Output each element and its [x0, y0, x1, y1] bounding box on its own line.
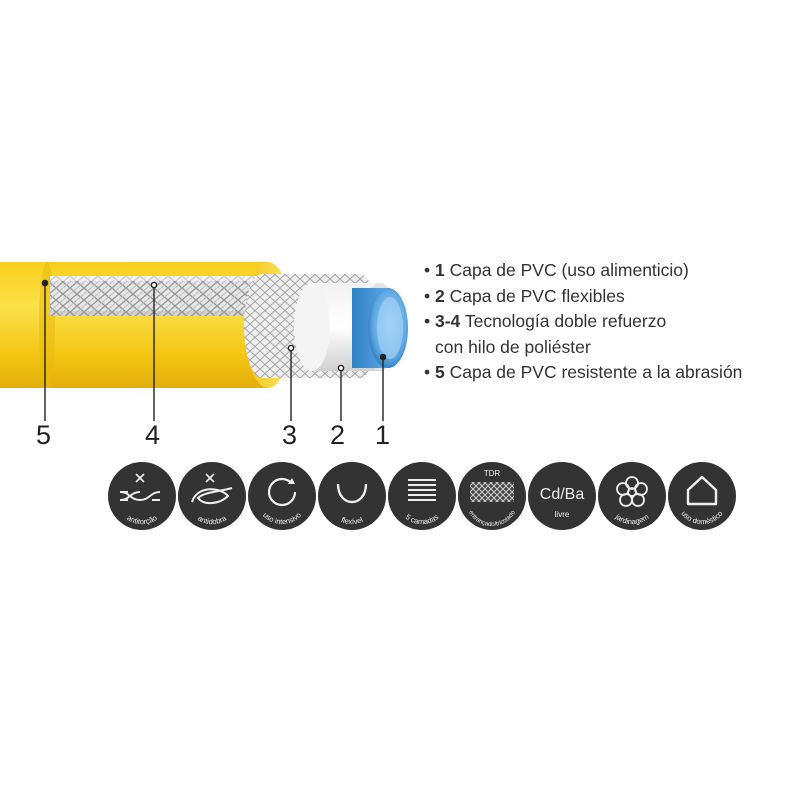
layer-number-1: 1 [375, 420, 391, 450]
tdr-mesh-icon: TDR entrançado/tricotado [467, 469, 517, 528]
leader-dot-1 [379, 353, 387, 361]
layer-number-5: 5 [36, 420, 52, 450]
outer-braid-layer [50, 276, 268, 316]
spec-item-continuation: con hilo de poliéster [435, 336, 591, 357]
badge-label: jardinagem [613, 512, 650, 527]
spec-item: •3-4 Tecnología doble refuerzo [424, 311, 667, 332]
cd-ba-text: Cd/Ba [540, 486, 585, 503]
spec-item: •5 Capa de PVC resistente a la abrasión [424, 362, 743, 383]
layer-number-2: 2 [330, 420, 346, 450]
badge-label: uso doméstico [679, 509, 724, 526]
badge-five-layers: 5 camadas [388, 462, 456, 530]
svg-text:5 camadas: 5 camadas [404, 512, 441, 526]
spec-item: •2 Capa de PVC flexibles [424, 285, 625, 306]
badge-label: uso intensivo [261, 510, 303, 526]
house-icon: uso doméstico [679, 475, 725, 526]
layers-icon: 5 camadas [404, 479, 441, 526]
layer-spec-list: •1 Capa de PVC (uso alimenticio) •2 Capa… [424, 258, 742, 386]
svg-text:flexível: flexível [340, 515, 365, 526]
cadmium-barium-icon: Cd/Ba livre [540, 486, 585, 519]
layer-number-4: 4 [145, 420, 161, 450]
flower-icon: jardinagem [613, 476, 650, 527]
svg-text:antidobra: antidobra [196, 513, 228, 526]
svg-text:uso intensivo: uso intensivo [261, 510, 303, 526]
inner-tube-layer [352, 288, 408, 368]
badge-label: livre [555, 510, 570, 519]
badge-label: antitorção [125, 513, 158, 526]
svg-text:jardinagem: jardinagem [613, 512, 650, 527]
svg-text:entrançado/tricotado: entrançado/tricotado [467, 509, 517, 528]
badge-label: entrançado/tricotado [467, 509, 517, 528]
badge-cadmium-barium-free: Cd/Ba livre [528, 462, 596, 530]
spec-item: •1 Capa de PVC (uso alimenticio) [424, 260, 689, 280]
leader-lines [41, 279, 387, 421]
feature-badges-row: antitorção antidobra uso intensivo flexí… [108, 462, 738, 530]
flexible-icon: flexível [336, 483, 368, 526]
badge-intensive-use: uso intensivo [248, 462, 316, 530]
anti-kink-icon: antidobra [191, 473, 233, 526]
badge-anti-torsion: antitorção [108, 462, 176, 530]
leader-dot-4 [150, 281, 158, 289]
leader-dot-2 [337, 364, 345, 372]
anti-torsion-icon: antitorção [119, 473, 161, 526]
badge-tdr: TDR entrançado/tricotado [458, 462, 526, 530]
badge-label: flexível [340, 515, 365, 526]
badge-anti-kink: antidobra [178, 462, 246, 530]
intensive-use-icon: uso intensivo [261, 477, 303, 526]
badge-flexible: flexível [318, 462, 386, 530]
layer-number-3: 3 [282, 420, 298, 450]
tdr-label: TDR [484, 469, 501, 478]
badge-label: 5 camadas [404, 512, 441, 526]
leader-dot-5 [41, 279, 49, 287]
badge-gardening: jardinagem [598, 462, 666, 530]
badge-label: antidobra [196, 513, 228, 526]
leader-dot-3 [287, 344, 295, 352]
svg-text:antitorção: antitorção [125, 513, 158, 526]
badge-domestic-use: uso doméstico [668, 462, 736, 530]
svg-text:uso doméstico: uso doméstico [679, 509, 724, 526]
